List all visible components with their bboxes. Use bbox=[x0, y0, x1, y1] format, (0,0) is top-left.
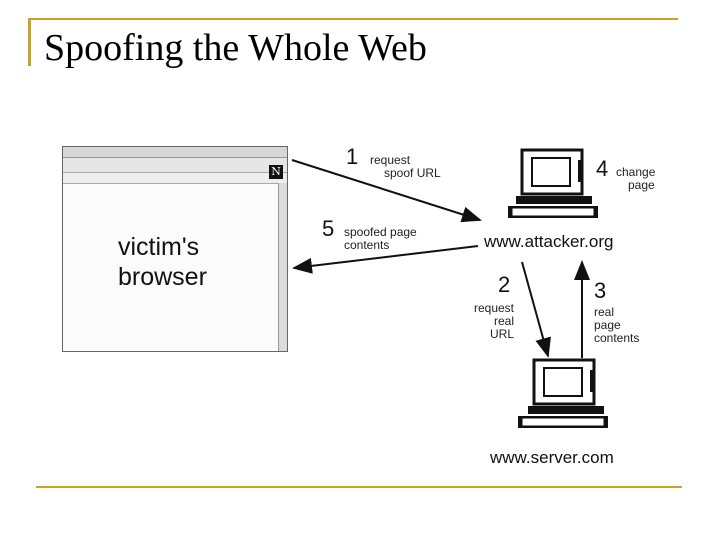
step-2-line2: real bbox=[493, 314, 514, 328]
title-frame-vertical bbox=[28, 18, 31, 66]
victim-browser-label: victim's browser bbox=[118, 232, 207, 292]
step-3-label: real page contents bbox=[594, 306, 639, 345]
browser-scrollbar bbox=[278, 183, 287, 351]
arrow-spoofed-contents bbox=[292, 245, 479, 274]
step-1-label: request spoof URL bbox=[370, 154, 441, 180]
step-1-line2: spoof URL bbox=[384, 166, 441, 180]
step-5-line1: spoofed page bbox=[344, 225, 417, 239]
server-host-label: www.server.com bbox=[490, 448, 614, 467]
step-3-line2: page bbox=[594, 318, 621, 332]
victim-browser-window: N bbox=[62, 146, 288, 352]
step-4-line1: change bbox=[616, 165, 656, 179]
browser-logo: N bbox=[269, 165, 283, 179]
step-3-number: 3 bbox=[594, 278, 607, 303]
victim-label-line2: browser bbox=[118, 263, 207, 291]
step-5-number: 5 bbox=[322, 216, 335, 241]
step-1-line1: request bbox=[370, 153, 411, 167]
arrow-request-real bbox=[521, 261, 551, 358]
step-4-number: 4 bbox=[596, 156, 609, 181]
step-2-label: request real URL bbox=[466, 302, 514, 341]
browser-titlebar bbox=[63, 147, 287, 158]
step-2-line1: request bbox=[473, 301, 514, 315]
attacker-computer-icon bbox=[508, 148, 598, 218]
step-3-line1: real bbox=[594, 305, 615, 319]
step-5-label: spoofed page contents bbox=[344, 226, 417, 252]
step-1-number: 1 bbox=[346, 144, 359, 169]
server-computer-icon bbox=[518, 358, 608, 428]
bottom-rule bbox=[36, 486, 682, 488]
step-2-line3: URL bbox=[489, 327, 514, 341]
browser-urlbar bbox=[63, 173, 287, 184]
victim-label-line1: victim's bbox=[118, 233, 200, 261]
browser-toolbar bbox=[63, 158, 287, 173]
title-frame-horizontal bbox=[28, 18, 678, 20]
step-3-line3: contents bbox=[594, 331, 640, 345]
arrow-request-spoof bbox=[291, 159, 482, 223]
attacker-host-label: www.attacker.org bbox=[484, 232, 614, 251]
step-4-label: change page bbox=[616, 166, 655, 192]
step-5-line2: contents bbox=[344, 238, 390, 252]
slide-title: Spoofing the Whole Web bbox=[44, 27, 427, 69]
step-4-line2: page bbox=[628, 178, 655, 192]
step-2-number: 2 bbox=[498, 272, 511, 297]
